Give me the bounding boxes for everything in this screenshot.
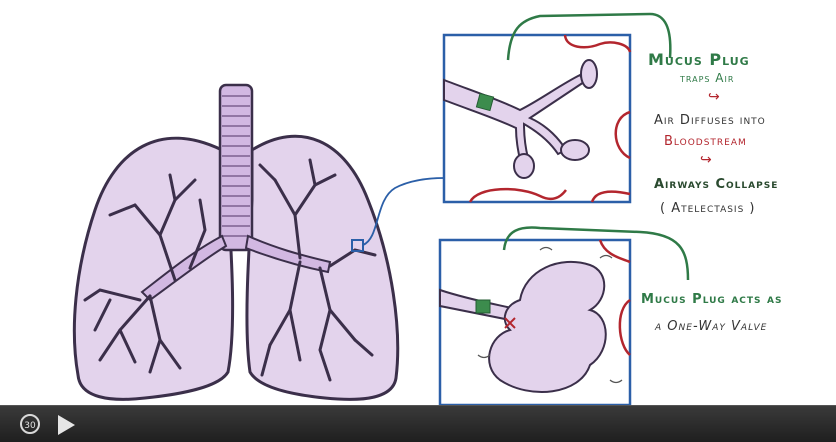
one-way-valve-label: a One-Way Valve xyxy=(655,319,767,334)
air-diffuses-label: Air Diffuses into xyxy=(654,113,766,128)
trachea xyxy=(220,85,252,250)
bottom-panel xyxy=(440,228,688,405)
replay-30-icon[interactable]: 30 xyxy=(20,414,40,434)
atelectasis-label: ( Atelectasis ) xyxy=(660,201,756,216)
airways-collapse-label: Airways Collapse xyxy=(654,177,778,192)
video-control-bar: 30 xyxy=(0,405,836,442)
arrow-down-2-icon: ↪ xyxy=(700,152,712,168)
arrow-down-1-icon: ↪ xyxy=(708,89,720,105)
play-icon[interactable] xyxy=(58,415,75,435)
top-panel xyxy=(444,14,670,202)
mucus-plug-label: Mucus Plug xyxy=(648,50,750,69)
lungs-illustration xyxy=(74,85,444,399)
top-panel-frame xyxy=(444,35,630,202)
diagram-stage: Mucus Plug traps Air ↪ Air Diffuses into… xyxy=(0,0,836,405)
bloodstream-label: Bloodstream xyxy=(664,134,747,149)
mucus-plug-acts-label: Mucus Plug acts as xyxy=(641,292,783,307)
mucus-plug-bottom xyxy=(476,300,490,313)
mucus-plug-top xyxy=(476,93,493,110)
traps-air-label: traps Air xyxy=(680,71,734,85)
